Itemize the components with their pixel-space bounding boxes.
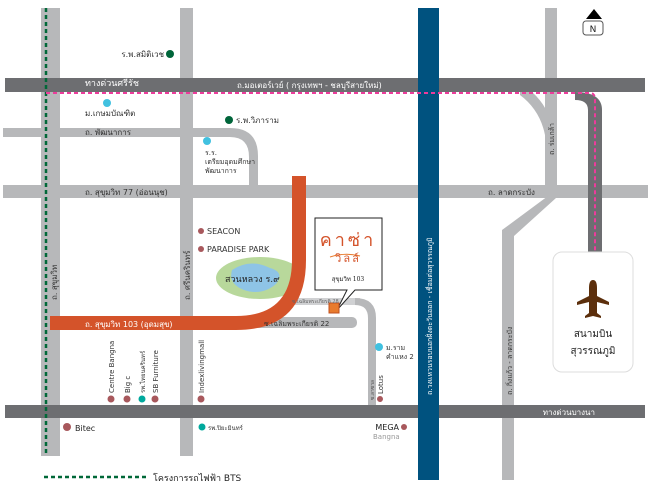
poi-dot <box>166 50 174 58</box>
label-sukhumvit77: ถ. สุขุมวิท 77 (อ่อนนุช) <box>85 188 168 197</box>
poi-dot <box>151 395 159 403</box>
label-seacon: SEACON <box>207 227 240 236</box>
label-soi28: ซ.เฉลิมพระเกียรติ 28 <box>292 298 339 305</box>
airport-line1: สนามบิน <box>574 329 612 340</box>
road-lasalle <box>355 298 376 405</box>
road-airport-link <box>575 92 602 262</box>
poi-dot <box>377 396 383 402</box>
label-bangna-expressway: ทางด่วนบางนา <box>543 408 595 417</box>
poi-dot <box>107 395 115 403</box>
label-samitivej: ร.พ.สมิติเวช <box>121 50 164 59</box>
callout-swash <box>329 253 361 258</box>
label-sb: SB Furniture <box>152 350 160 393</box>
poi-dot <box>198 228 204 234</box>
label-phatthanakan: ถ. พัฒนาการ <box>85 128 132 137</box>
label-central: Centre Bangna <box>108 341 116 393</box>
poi-dot <box>198 423 206 431</box>
label-ram-2: คำแหง 2 <box>386 353 414 361</box>
label-sirat: ทางด่วนศรีรัช <box>85 78 139 89</box>
poi-dot <box>123 395 131 403</box>
brand-line1: คาซ่า <box>320 230 376 251</box>
road-romklao <box>545 8 557 193</box>
road-phatthanakan <box>3 128 258 190</box>
label-motorway: ถ.มอเตอร์เวย์ ( กรุงเทพฯ - ชลบุรีสายใหม่… <box>237 80 382 90</box>
project-location-marker[interactable] <box>328 302 340 314</box>
poi-dot <box>63 423 71 431</box>
poi-dot <box>197 395 205 403</box>
road-soi28 <box>290 298 360 305</box>
label-thainakarin: รพ.ไทยนครินทร์ <box>139 350 147 393</box>
label-vibharam: ร.พ.วิภาราม <box>236 116 279 125</box>
label-kingkaew: ถ. กิ่งแก้ว - ลาดกระบัง <box>505 327 514 395</box>
label-sukhumvit: ถ. สุขุมวิท <box>50 265 59 300</box>
poi-dot <box>401 424 407 430</box>
label-latkrabang: ถ. ลาดกระบัง <box>488 188 535 197</box>
label-park: สวนหลวง ร.๙ <box>225 275 280 285</box>
north-arrow-icon <box>586 9 602 19</box>
label-bitec: Bitec <box>75 424 95 433</box>
airport-line2: สุวรรณภูมิ <box>571 346 616 357</box>
poi-dots <box>63 50 407 431</box>
poi-dot <box>203 137 211 145</box>
label-piyamin: รพ.ปิยะมินทร์ <box>208 424 244 432</box>
label-ram-1: ม.ราม <box>386 344 405 352</box>
poi-dot <box>138 395 146 403</box>
label-srinakarin: ถ. ศรีนครินทร์ <box>182 250 192 300</box>
label-school-2: เตรียมอุดมศึกษา <box>205 157 255 166</box>
poi-dot <box>103 99 111 107</box>
project-callout <box>314 217 383 311</box>
label-kanchanaphisek: ถ.วงแหวนรอบนอกฝั่งตะวันออก - เชื่อมต่อสุ… <box>425 237 434 395</box>
callout-sub: สุขุมวิท 103 <box>332 276 365 283</box>
label-lotus: Lotus <box>377 375 385 394</box>
label-index: Indexlivingmall <box>198 340 206 393</box>
airplane-icon <box>577 280 609 318</box>
park-lake <box>231 263 280 292</box>
label-school-3: พัฒนาการ <box>205 167 237 175</box>
road-sukhumvit77 <box>3 185 648 198</box>
airport-rail-link <box>46 92 596 262</box>
label-kasem: ม.เกษมบัณฑิต <box>85 109 135 118</box>
road-kingkaew <box>502 196 556 480</box>
road-srinakarin <box>180 8 193 456</box>
label-paradise: PARADISE PARK <box>207 245 270 254</box>
label-lasalle: ซ.ลาซาล <box>370 380 376 400</box>
road-motorway <box>5 78 645 92</box>
label-sukhumvit103: ถ. สุขุมวิท 103 (อุดมสุข) <box>85 320 173 329</box>
legend-bts-label: โครงการรถไฟฟ้า BTS <box>153 473 242 484</box>
poi-dot <box>375 343 383 351</box>
road-kanchanaphisek <box>418 8 439 480</box>
label-soi22: ซ.เฉลิมพระเกียรติ 22 <box>264 320 329 328</box>
road-bangna-expressway <box>5 405 645 418</box>
compass-label: N <box>590 25 597 35</box>
poi-dot <box>225 116 233 124</box>
poi-dot <box>198 246 204 252</box>
compass-box <box>582 20 604 36</box>
label-romklao: ถ. ร่มเกล้า <box>548 123 556 155</box>
brand-line2: วิลล์ <box>334 252 360 265</box>
road-connector <box>520 92 552 135</box>
label-mega-sub: Bangna <box>373 433 400 441</box>
road-sukhumvit <box>41 8 60 456</box>
label-bigc: Big c <box>124 376 132 393</box>
road-sukhumvit103 <box>50 176 306 330</box>
label-mega: MEGA <box>375 423 399 432</box>
label-school-1: ร.ร. <box>205 149 217 157</box>
